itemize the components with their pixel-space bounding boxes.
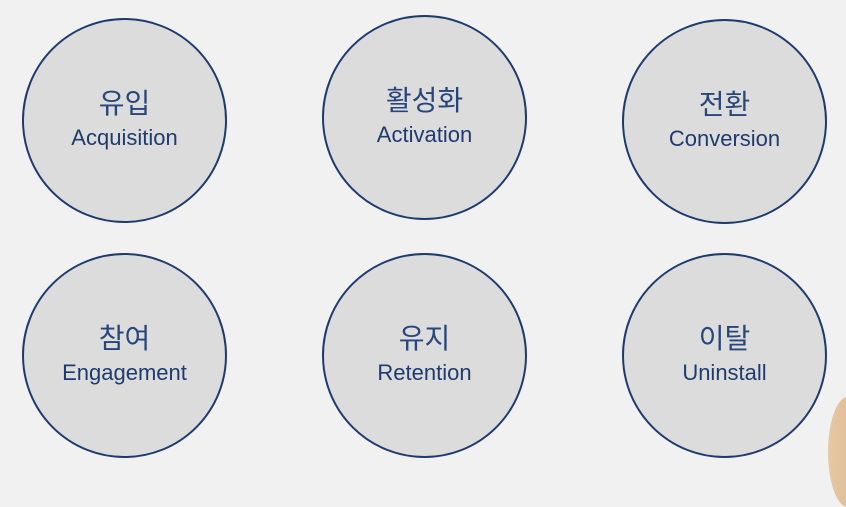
- stage-label-english: Retention: [377, 360, 472, 386]
- stage-label-english: Engagement: [62, 360, 187, 386]
- stage-label-korean: 이탈: [698, 322, 751, 356]
- stage-label-english: Acquisition: [71, 125, 178, 151]
- stage-label-english: Conversion: [668, 126, 781, 152]
- stage-circle-activation: 활성화 Activation: [322, 15, 527, 220]
- presenter-photo-edge: [828, 397, 846, 507]
- stage-circle-uninstall: 이탈 Uninstall: [622, 253, 827, 458]
- stage-label-korean: 활성화: [385, 84, 464, 118]
- stage-label-english: Uninstall: [682, 360, 767, 386]
- stage-label-korean: 유입: [98, 87, 151, 121]
- stage-circle-acquisition: 유입 Acquisition: [22, 18, 227, 223]
- stage-label-korean: 전환: [698, 88, 751, 122]
- stage-circle-engagement: 참여 Engagement: [22, 253, 227, 458]
- stage-circle-conversion: 전환 Conversion: [622, 19, 827, 224]
- stage-circle-retention: 유지 Retention: [322, 253, 527, 458]
- stage-label-korean: 유지: [398, 322, 451, 356]
- stage-label-korean: 참여: [98, 322, 151, 356]
- stage-label-english: Activation: [376, 122, 473, 148]
